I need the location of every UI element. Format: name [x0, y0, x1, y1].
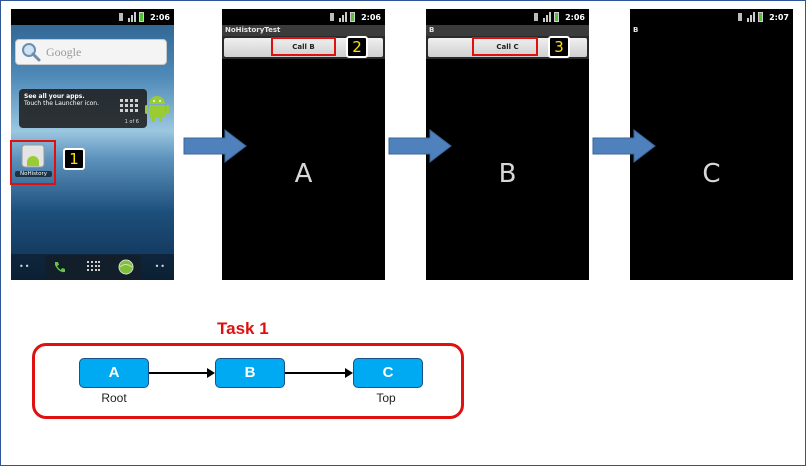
button-bar: Call B: [222, 36, 385, 59]
nohistory-app-icon[interactable]: NoHistory: [15, 142, 52, 182]
activity-letter: C: [702, 159, 721, 189]
step-badge-2: 2: [346, 36, 368, 58]
task-arrow-b-c: [285, 368, 353, 378]
signal-icon: [747, 12, 756, 22]
phone-icon[interactable]: [53, 260, 67, 274]
battery-icon: [139, 12, 145, 22]
task-box: [32, 343, 464, 419]
launcher-icon[interactable]: [86, 260, 100, 274]
battery-icon: [350, 12, 356, 22]
top-label: Top: [376, 391, 396, 405]
status-bar: 2:06: [11, 9, 174, 25]
usb-icon: [738, 13, 743, 21]
call-c-button[interactable]: Call C: [428, 38, 587, 57]
status-time: 2:06: [150, 12, 170, 22]
screen-title: NoHistoryTest: [222, 25, 385, 36]
android-robot-icon: [145, 96, 169, 122]
root-label: Root: [101, 391, 127, 405]
usb-icon: [119, 13, 124, 21]
launcher-grid-icon: [120, 99, 138, 112]
tip-line1: See all your apps.: [24, 93, 85, 100]
call-b-highlight: [271, 37, 336, 56]
flow-arrow-1: [183, 129, 247, 163]
left-page-dots: ••: [19, 262, 31, 271]
tip-page-indicator: 1 of 6: [124, 119, 139, 125]
tip-line2: Touch the Launcher icon.: [24, 100, 100, 107]
signal-icon: [543, 12, 552, 22]
signal-icon: [128, 12, 137, 22]
task-title: Task 1: [217, 319, 269, 338]
home-screen: 2:06 Google See all your apps. Touch the…: [11, 9, 174, 280]
step-badge-1: 1: [63, 148, 85, 170]
flow-arrow-2: [388, 129, 452, 163]
app-icon: [21, 144, 45, 168]
flow-arrow-3: [592, 129, 656, 163]
activity-a-screen: 2:06 NoHistoryTest Call B A: [222, 9, 385, 280]
battery-icon: [554, 12, 560, 22]
task-node-a: A: [79, 358, 149, 388]
status-time: 2:07: [769, 12, 789, 22]
call-c-highlight: [472, 37, 538, 56]
dock-bar: [45, 255, 141, 279]
status-time: 2:06: [565, 12, 585, 22]
usb-icon: [534, 13, 539, 21]
search-placeholder: Google: [46, 45, 82, 59]
status-time: 2:06: [361, 12, 381, 22]
signal-icon: [339, 12, 348, 22]
task-node-b: B: [215, 358, 285, 388]
activity-c-screen: 2:07 B C: [630, 9, 793, 280]
activity-letter: A: [294, 159, 313, 189]
battery-icon: [758, 12, 764, 22]
app-icon-label: NoHistory: [15, 171, 52, 177]
status-bar: 2:06: [222, 9, 385, 25]
usb-icon: [330, 13, 335, 21]
dock: •• ••: [11, 254, 174, 280]
screen-title: B: [426, 25, 589, 36]
call-b-button[interactable]: Call B: [224, 38, 383, 57]
status-bar: 2:07: [630, 9, 793, 25]
right-page-dots: ••: [154, 262, 166, 271]
status-bar: 2:06: [426, 9, 589, 25]
screen-title: B: [630, 25, 793, 36]
browser-icon[interactable]: [118, 259, 134, 275]
task-node-c: C: [353, 358, 423, 388]
step-badge-3: 3: [548, 36, 570, 58]
search-icon: [22, 43, 41, 62]
app-icon-highlight: [10, 140, 56, 185]
task-arrow-a-b: [149, 368, 215, 378]
activity-letter: B: [498, 159, 517, 189]
google-search-widget[interactable]: Google: [15, 39, 167, 65]
launcher-tip: See all your apps. Touch the Launcher ic…: [19, 89, 147, 128]
